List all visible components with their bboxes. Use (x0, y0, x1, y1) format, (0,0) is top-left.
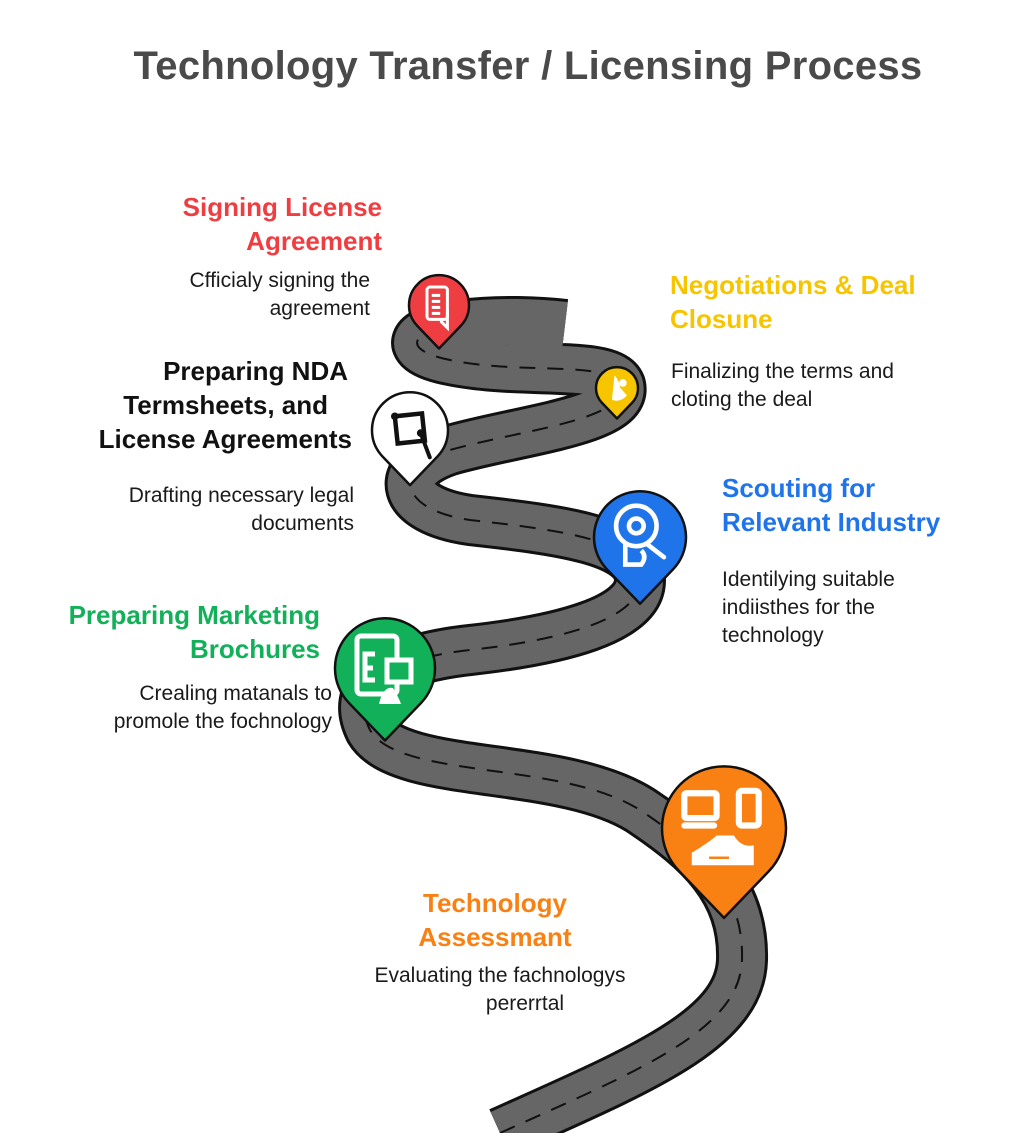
step-title-line: Brochures (189, 634, 320, 664)
legal-document-icon-part (392, 410, 428, 446)
map-pin-marker (594, 365, 640, 420)
map-pin-marker (592, 490, 688, 605)
step-title-line: License Agreements (98, 424, 352, 454)
step-nda-desc: Drafting necessary legal documents (60, 482, 354, 538)
legal-document-icon (391, 410, 432, 460)
handshake-icon-part (611, 375, 628, 401)
step-marketing-title: Preparing Marketing Brochures (20, 598, 320, 666)
step-desc-line: Cfficialy signing the (189, 269, 370, 292)
step-title-line: Assessmant (418, 922, 572, 952)
step-title-line: Relevant Industry (722, 507, 941, 537)
search-industry-icon-part (622, 542, 647, 567)
pin-shape (370, 391, 450, 487)
step-desc-line: technology (722, 624, 824, 647)
step-desc-line: Finalizing the terms and (671, 360, 894, 383)
step-nda-title: Preparing NDA Termsheets, and License Ag… (40, 354, 352, 456)
step-desc-line: cloting the deal (671, 388, 813, 411)
step-title-line: Closune (670, 304, 773, 334)
devices-assessment-icon-part (681, 790, 720, 822)
road-center-line (363, 324, 744, 1133)
pin-shape (407, 274, 471, 350)
step-title-line: Technology (423, 888, 567, 918)
step-negotiations-title: Negotiations & Deal Closune (670, 268, 990, 336)
search-industry-icon-part (626, 516, 646, 536)
legal-document-icon-part (418, 431, 432, 460)
step-desc-line: indiisthes for the (722, 596, 875, 619)
step-signing-title: Signing License Agreement (100, 190, 382, 258)
brochure-icon (354, 633, 414, 704)
step-title-line: Preparing NDA (163, 356, 348, 386)
diagram-title: Technology Transfer / Licensing Process (133, 44, 923, 88)
brochure-icon-part (379, 687, 401, 704)
step-marketing-desc: Crealing matanals to promole the fochnol… (40, 680, 332, 736)
legal-document-icon-part (391, 412, 399, 421)
step-assessment-desc: Evaluating the fachnologys pererrtal (340, 962, 660, 1018)
devices-assessment-icon-part (691, 835, 754, 866)
search-industry-icon-part (645, 542, 667, 560)
signed-document-icon-part (425, 285, 449, 321)
step-scouting-desc: Identilying suitable indiisthes for the … (722, 566, 1002, 650)
brochure-icon-part (362, 651, 375, 683)
step-desc-line: Identilying suitable (722, 568, 895, 591)
step-title-line: Termsheets, and (123, 390, 328, 420)
step-desc-line: pererrtal (485, 992, 565, 1015)
step-title-line: Scouting for (722, 473, 876, 503)
map-pin-marker (407, 274, 471, 350)
handshake-icon-part (619, 379, 627, 387)
step-scouting-title: Scouting for Relevant Industry (722, 471, 1012, 539)
step-negotiations-desc: Finalizing the terms and cloting the dea… (671, 358, 991, 414)
step-title-line: Agreement (246, 226, 382, 256)
step-desc-line: documents (251, 512, 354, 535)
step-desc-line: Drafting necessary legal (128, 484, 354, 507)
step-assessment-title: Technology Assessmant (370, 886, 620, 954)
devices-assessment-icon-part (735, 787, 762, 829)
search-industry-icon-part (613, 503, 659, 549)
signed-document-icon (425, 285, 449, 332)
signed-document-icon-part (439, 309, 449, 332)
handshake-icon (611, 375, 628, 401)
search-industry-icon (613, 503, 667, 567)
step-title-line: Signing License (182, 192, 382, 222)
step-signing-desc: Cfficialy signing the agreement (100, 267, 370, 323)
step-desc-line: agreement (269, 297, 370, 320)
map-pin-marker (333, 617, 437, 742)
step-desc-line: Crealing matanals to (139, 682, 332, 705)
map-pin-marker (370, 391, 450, 487)
legal-document-icon-part (416, 429, 425, 437)
step-desc-line: promole the fochnology (113, 710, 332, 733)
brochure-icon-part (384, 657, 414, 685)
step-title-line: Negotiations & Deal (670, 270, 916, 300)
map-pin-marker (660, 765, 788, 920)
devices-assessment-icon (681, 787, 762, 866)
step-desc-line: Evaluating the fachnologys (374, 964, 626, 987)
step-title-line: Preparing Marketing (68, 600, 320, 630)
